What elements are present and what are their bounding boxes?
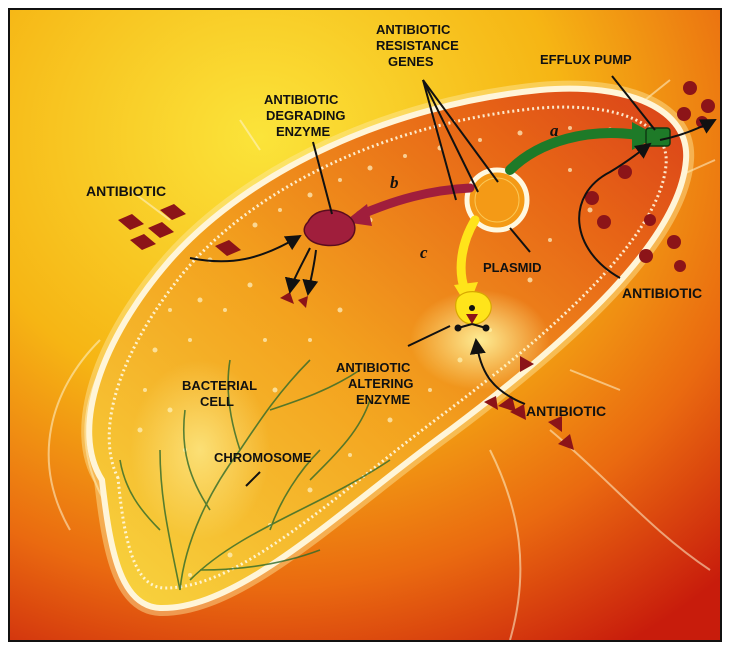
label-pathway-a: a bbox=[550, 121, 559, 140]
label-resistance-genes-line3: GENES bbox=[388, 54, 434, 69]
label-altering-enzyme-line1: ANTIBIOTIC bbox=[336, 360, 411, 375]
label-antibiotic-left: ANTIBIOTIC bbox=[86, 183, 166, 199]
label-degrading-enzyme-line2: DEGRADING bbox=[266, 108, 345, 123]
label-resistance-genes-line1: ANTIBIOTIC bbox=[376, 22, 451, 37]
label-antibiotic-bottom: ANTIBIOTIC bbox=[526, 403, 606, 419]
diagram-frame: ANTIBIOTIC RESISTANCE GENES EFFLUX PUMP … bbox=[8, 8, 722, 642]
label-degrading-enzyme-line1: ANTIBIOTIC bbox=[264, 92, 339, 107]
label-chromosome: CHROMOSOME bbox=[214, 450, 312, 465]
label-pathway-c: c bbox=[420, 243, 428, 262]
label-altering-enzyme-line2: ALTERING bbox=[348, 376, 413, 391]
label-resistance-genes-line2: RESISTANCE bbox=[376, 38, 459, 53]
bacterial-resistance-diagram: ANTIBIOTIC RESISTANCE GENES EFFLUX PUMP … bbox=[10, 10, 722, 642]
efflux-pump bbox=[646, 128, 670, 146]
label-bacterial-cell-line1: BACTERIAL bbox=[182, 378, 257, 393]
label-bacterial-cell-line2: CELL bbox=[200, 394, 234, 409]
label-degrading-enzyme-line3: ENZYME bbox=[276, 124, 331, 139]
label-plasmid: PLASMID bbox=[483, 260, 542, 275]
label-pathway-b: b bbox=[390, 173, 399, 192]
label-antibiotic-right: ANTIBIOTIC bbox=[622, 285, 702, 301]
label-efflux-pump: EFFLUX PUMP bbox=[540, 52, 632, 67]
label-altering-enzyme-line3: ENZYME bbox=[356, 392, 411, 407]
